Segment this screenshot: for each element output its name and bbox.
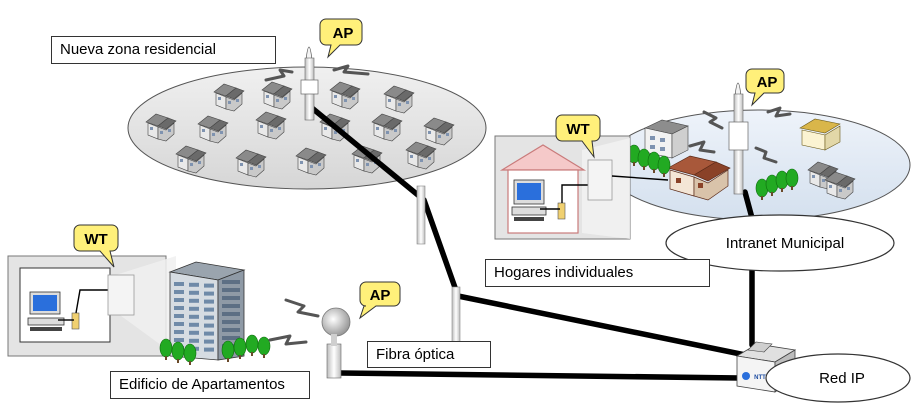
apartment-window (204, 323, 214, 328)
apartment-window (189, 282, 199, 287)
wireless-signals (264, 64, 792, 346)
apartment-window (174, 330, 184, 334)
fiber-label: Fibra óptica (367, 341, 491, 368)
apartment-window (222, 288, 240, 292)
apartment-window (222, 320, 240, 324)
fiber-route-apartments (337, 370, 743, 381)
ap-callout-residential: AP (319, 18, 363, 59)
wt-callout-apartments: WT (73, 224, 119, 268)
fiber-route-households-ap (742, 189, 755, 221)
households-buildings (644, 118, 856, 201)
ap-callout-households: AP (745, 68, 785, 107)
apartment-window (174, 290, 184, 294)
apartment-window (222, 296, 240, 300)
apartment-building (168, 261, 246, 361)
fiber-route-residential (309, 105, 763, 361)
ap-label-households: AP (757, 74, 778, 91)
apartment-window (174, 282, 184, 286)
wt-label-households: WT (566, 121, 589, 138)
apartments-label: Edificio de Apartamentos (110, 371, 310, 399)
apartment-illustration (19, 267, 135, 343)
apartment-window (204, 331, 214, 336)
households-label: Hogares individuales (485, 259, 710, 287)
apartment-window (174, 338, 184, 342)
ap-callout-apartments: AP (359, 281, 401, 320)
apartment-window (189, 306, 199, 311)
apartment-window (222, 304, 240, 308)
fiber-cables (309, 105, 763, 381)
apartment-window (174, 298, 184, 302)
apartment-window (189, 290, 199, 295)
apartment-window (174, 306, 184, 310)
apartment-window (204, 299, 214, 304)
apartment-window (204, 307, 214, 312)
apartment-window (204, 347, 214, 352)
ap-tower-residential (300, 46, 319, 121)
apartment-window (222, 280, 240, 284)
household-illustration (499, 144, 669, 234)
ip-network-label: Red IP (819, 370, 865, 387)
apartment-window (189, 330, 199, 335)
apartment-window (189, 314, 199, 319)
ap-dish-apartments (321, 307, 351, 379)
apartment-window (174, 314, 184, 318)
apartment-window (189, 298, 199, 303)
apartment-window (204, 291, 214, 296)
apartment-window (204, 315, 214, 320)
apartment-window (189, 322, 199, 327)
apartment-window (204, 339, 214, 344)
cable-poles (416, 185, 461, 344)
apartment-window (222, 336, 240, 340)
ap-label-apartments: AP (370, 287, 391, 304)
router-brand: NTT (754, 375, 766, 381)
apartment-window (189, 338, 199, 343)
intranet-label: Intranet Municipal (726, 235, 844, 252)
apartment-window (222, 312, 240, 316)
ap-tower-households (728, 82, 749, 195)
wt-label-apartments: WT (84, 231, 107, 248)
apartment-window (222, 328, 240, 332)
apartment-window (204, 283, 214, 288)
residential-zone-label: Nueva zona residencial (51, 36, 276, 64)
ip-network-node (765, 353, 911, 403)
ap-label-residential: AP (333, 25, 354, 42)
apartment-window (174, 322, 184, 326)
intranet-node (665, 214, 895, 272)
wt-callout-households: WT (555, 114, 601, 159)
